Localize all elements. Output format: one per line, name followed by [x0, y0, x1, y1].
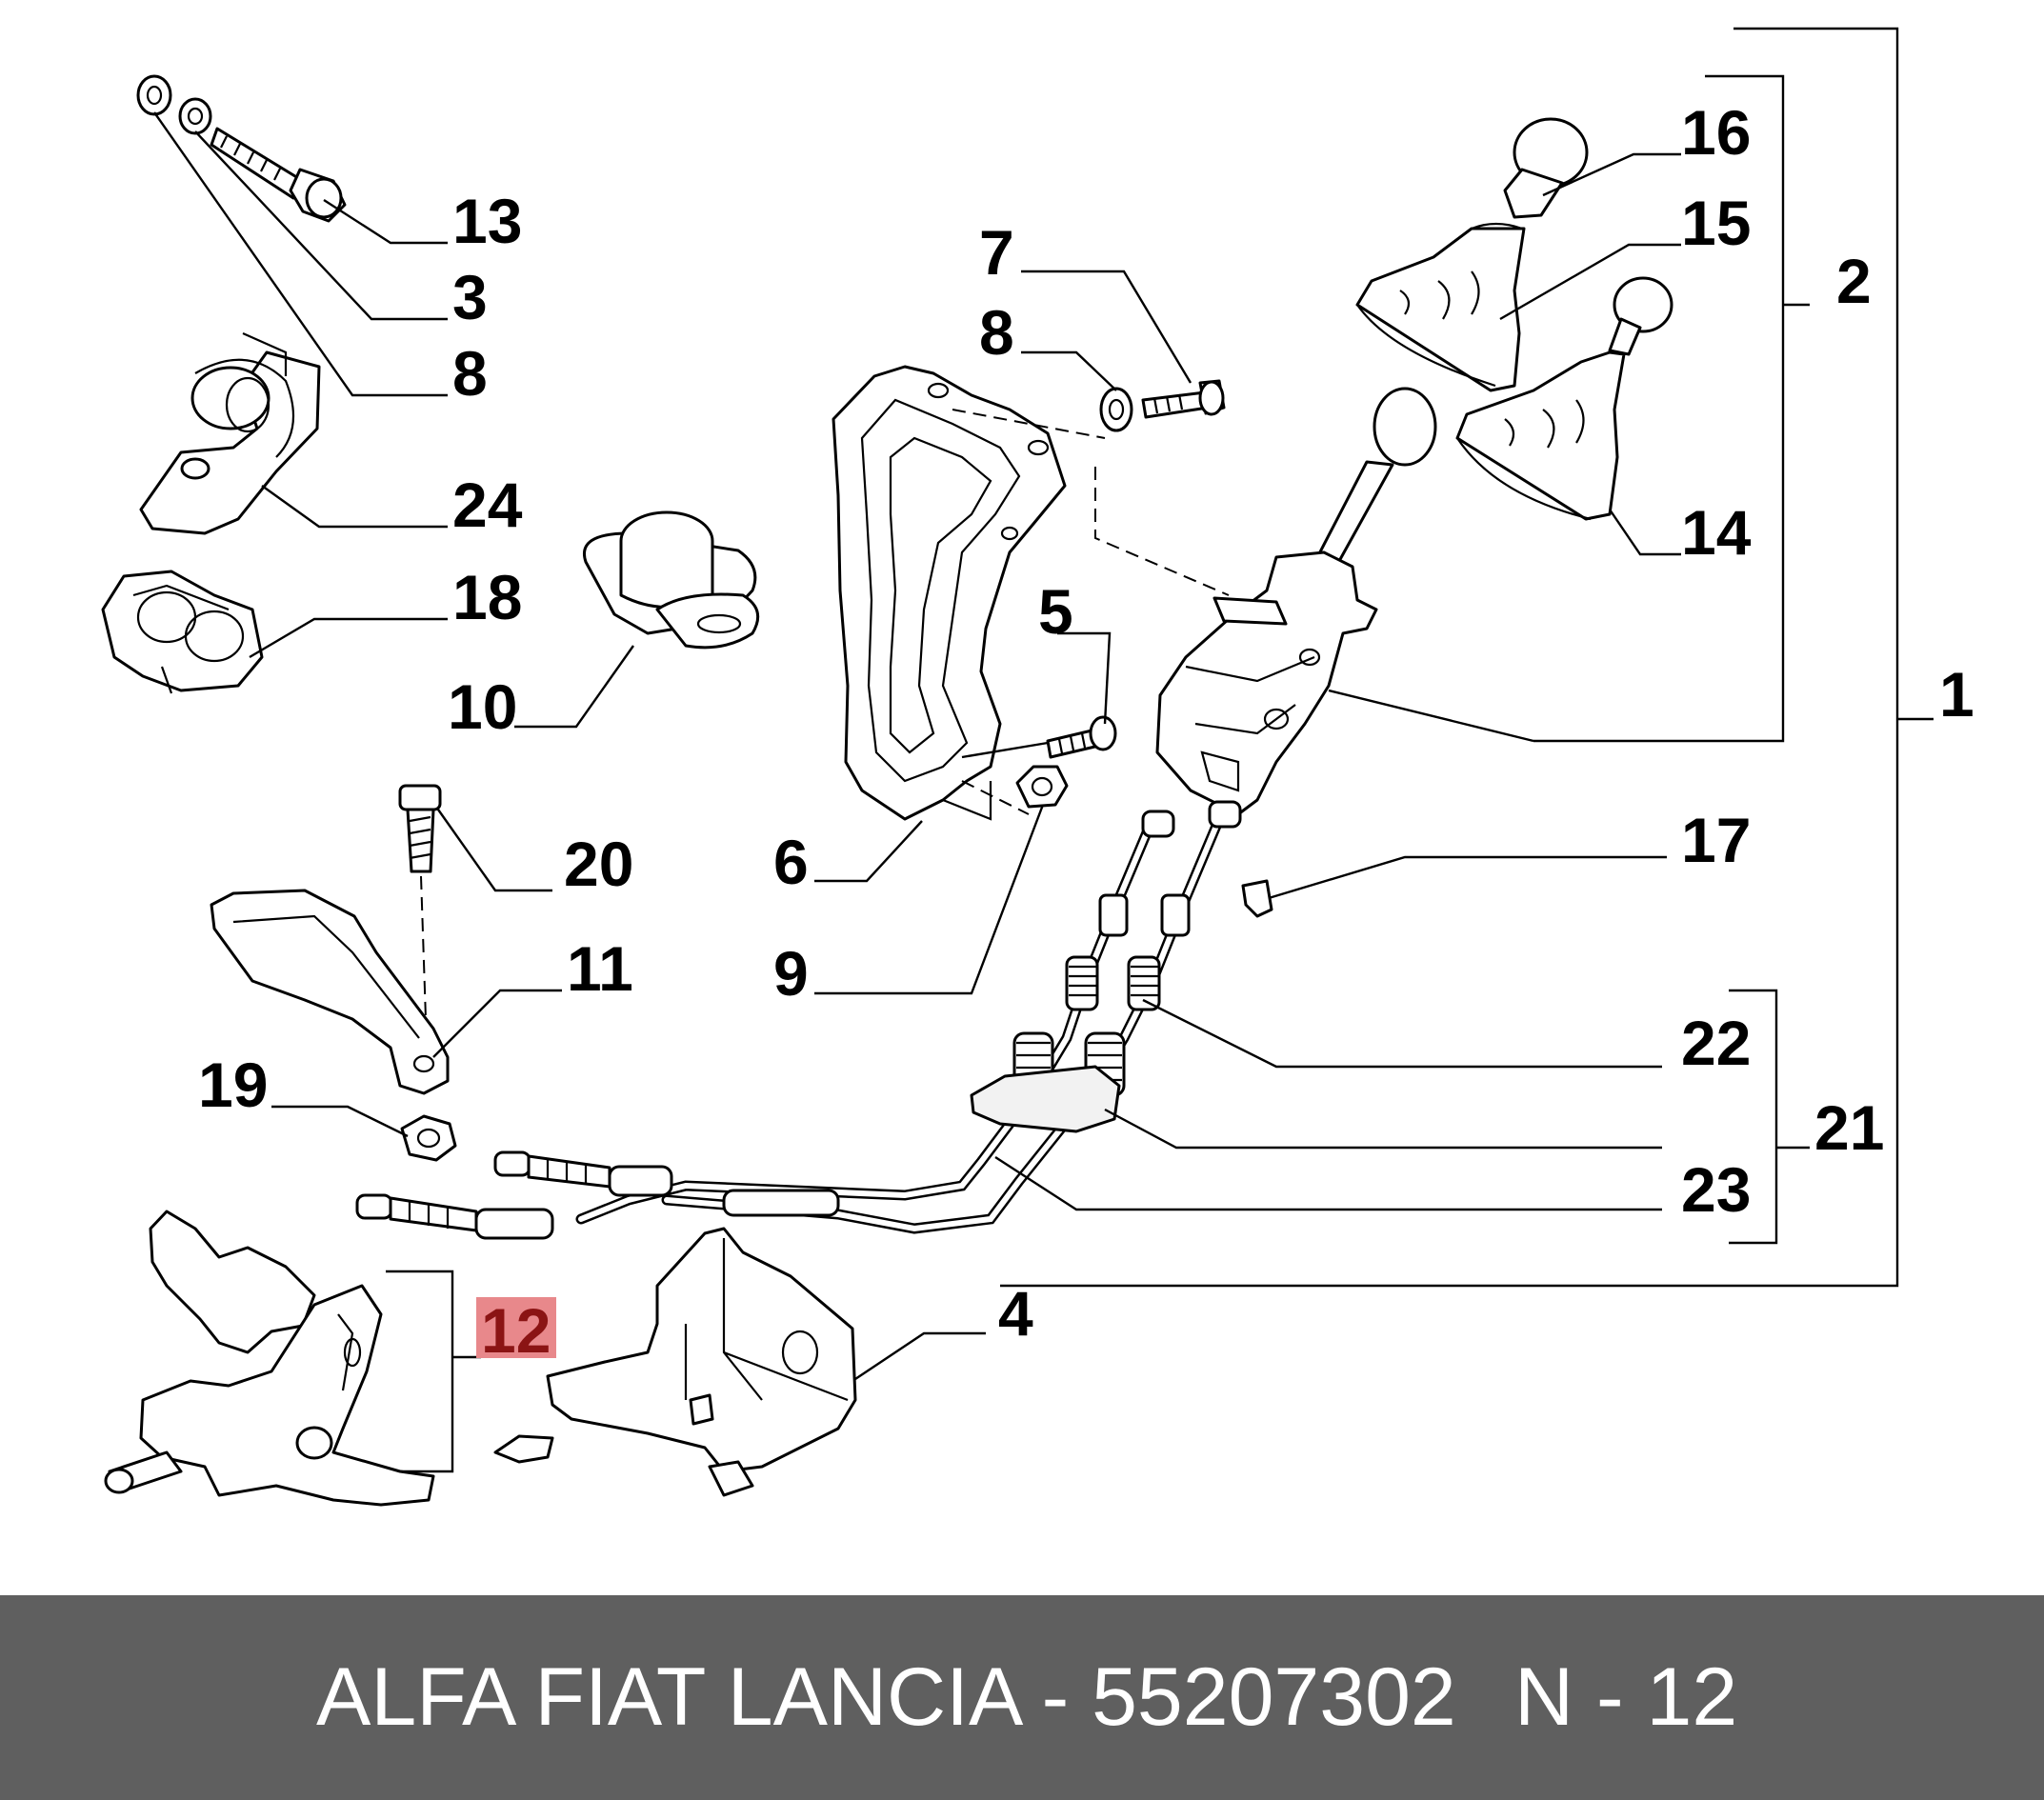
part-13-bolt — [136, 74, 347, 223]
dashed-mounting-lines — [952, 409, 1230, 815]
callout-19: 19 — [198, 1050, 268, 1120]
callout-3: 3 — [452, 262, 488, 332]
part-6-bracket — [832, 365, 1067, 821]
part-14-boot — [1455, 276, 1673, 521]
callout-12: 12 — [481, 1295, 551, 1366]
callout-13: 13 — [452, 186, 522, 256]
parts-diagram: 13 3 8 24 18 10 20 11 19 12 7 8 5 6 9 4 … — [101, 27, 1974, 1507]
part-18-clamp — [101, 570, 264, 694]
callout-6: 6 — [773, 827, 809, 897]
callout-5: 5 — [1038, 576, 1073, 647]
part-9-nut — [1015, 765, 1069, 809]
part-8-washer — [1099, 387, 1133, 432]
part-5-bolt — [1046, 715, 1117, 759]
callout-21: 21 — [1814, 1092, 1884, 1163]
callout-11: 11 — [567, 933, 633, 1004]
callout-16: 16 — [1681, 97, 1751, 168]
callout-8-left: 8 — [452, 338, 488, 409]
callout-12-highlight — [476, 1297, 556, 1358]
callout-4: 4 — [998, 1278, 1033, 1349]
footer-bar: ALFA FIAT LANCIA - 55207302 N - 12 — [0, 1595, 2044, 1800]
callout-labels: 13 3 8 24 18 10 20 11 19 12 7 8 5 6 9 4 … — [198, 97, 1974, 1366]
part-number-title: ALFA FIAT LANCIA - 55207302 — [316, 1651, 1456, 1743]
part-24-clamp — [139, 331, 321, 535]
callout-17: 17 — [1681, 805, 1751, 875]
part-20-bolt — [398, 784, 442, 1049]
group-brackets — [381, 27, 1934, 1473]
part-7-bolt — [1141, 379, 1226, 419]
part-12-bracket — [104, 1210, 435, 1507]
callout-14: 14 — [1681, 497, 1752, 568]
callout-2: 2 — [1836, 246, 1872, 316]
callout-1: 1 — [1939, 659, 1974, 730]
callout-10: 10 — [448, 671, 517, 742]
callout-8-middle: 8 — [979, 297, 1014, 368]
part-lever-assembly — [1155, 387, 1437, 816]
callout-22: 22 — [1681, 1008, 1751, 1078]
part-17-clip — [1241, 879, 1273, 918]
callout-18: 18 — [452, 562, 522, 632]
exploded-view-svg: 13 3 8 24 18 10 20 11 19 12 7 8 5 6 9 4 … — [101, 27, 1974, 1507]
part-4-bracket — [493, 1227, 857, 1497]
part-10-grommet — [583, 510, 760, 650]
callout-23: 23 — [1681, 1154, 1751, 1225]
callout-15: 15 — [1681, 188, 1751, 258]
diagram-page-label: N - 12 — [1514, 1651, 1738, 1743]
callout-7: 7 — [979, 217, 1014, 288]
callout-24: 24 — [452, 470, 523, 540]
part-15-boot — [1355, 222, 1526, 392]
callout-9: 9 — [773, 938, 809, 1009]
part-cables — [355, 800, 1242, 1240]
callout-20: 20 — [564, 829, 633, 899]
part-16-knob — [1503, 117, 1589, 219]
leader-lines — [153, 111, 1681, 1380]
part-11-lever — [210, 889, 450, 1095]
part-19-nut — [400, 1114, 457, 1162]
